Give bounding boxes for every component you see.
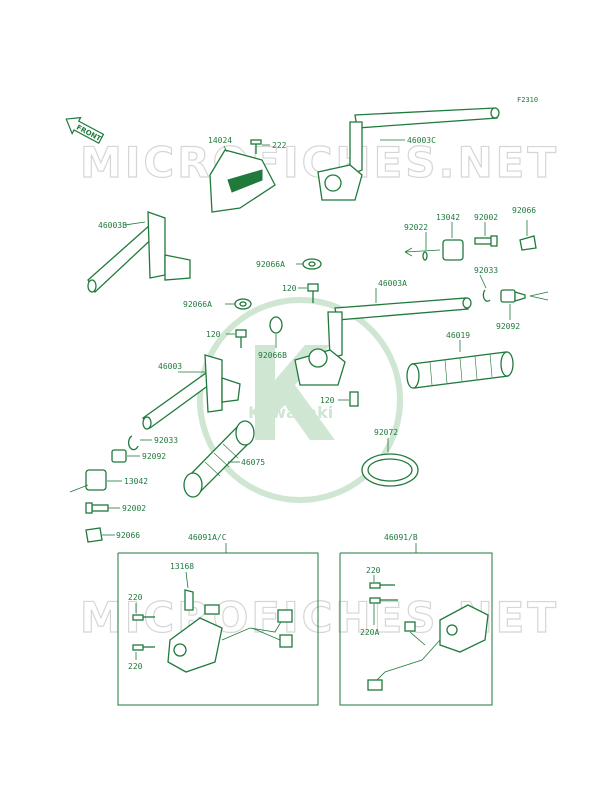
part-46003C-handlebar-right: [317, 107, 500, 201]
label-92066A-1: 92066A: [256, 260, 285, 269]
part-120-bolt-3: [338, 391, 359, 407]
label-120-3: 120: [320, 396, 335, 405]
part-14024-cover: [209, 145, 276, 213]
part-labels: 14024 222 46003C 46003B 92022 13042 9200…: [98, 136, 536, 671]
part-92022-pin: [422, 232, 428, 261]
part-92066-cap-bottom: [85, 527, 115, 543]
label-13042-bottom: 13042: [124, 477, 148, 486]
part-46003A-handlebar: [294, 288, 472, 386]
part-92066A-washer-1: [296, 258, 322, 270]
part-92033-snap-ring-bottom: [127, 435, 152, 451]
label-13168: 13168: [170, 562, 194, 571]
kawasaki-logo-watermark: Kawasaki: [197, 297, 403, 503]
label-92002-bottom: 92002: [122, 504, 146, 513]
part-120-bolt-1: [298, 283, 319, 303]
label-92092-top: 92092: [496, 322, 520, 331]
part-92066A-washer-2: [225, 298, 252, 310]
label-222: 222: [272, 141, 287, 150]
figure-ref-code: F2310: [517, 96, 538, 104]
part-220-screw-2: [132, 644, 155, 660]
label-220-3: 220: [366, 566, 381, 575]
part-46019-grip: [406, 340, 514, 389]
part-46075-throttle-grip: [183, 420, 255, 498]
label-120-1: 120: [282, 284, 297, 293]
part-92066-cap-top: [519, 220, 537, 251]
label-92092-bottom: 92092: [142, 452, 166, 461]
part-46091AC-switch-housing: [167, 571, 293, 673]
label-92033-bottom: 92033: [154, 436, 178, 445]
part-220A-screw: [369, 597, 398, 625]
label-46075: 46075: [241, 458, 265, 467]
part-92033-snap-ring-top: [479, 274, 491, 302]
label-14024: 14024: [208, 136, 232, 145]
part-46003B-handlebar-left: [87, 211, 191, 294]
part-13042-weight-bottom: [69, 469, 122, 493]
part-92092-bushing-bottom: [111, 449, 140, 463]
label-220-1: 220: [128, 593, 143, 602]
label-92066A-2: 92066A: [183, 300, 212, 309]
label-46003B: 46003B: [98, 221, 127, 230]
label-92022: 92022: [404, 223, 428, 232]
label-92033-top: 92033: [474, 266, 498, 275]
part-222-screw: [250, 139, 270, 154]
part-92002-bolt-top: [474, 222, 498, 247]
switch-assembly-right-frame: [339, 543, 493, 706]
part-46003-handlebar: [142, 354, 241, 430]
label-46091AC: 46091A/C: [188, 533, 227, 542]
part-120-bolt-2: [226, 329, 247, 348]
label-92066B: 92066B: [258, 351, 287, 360]
switch-assembly-left-frame: [117, 543, 319, 706]
part-13042-weight-top: [442, 222, 464, 261]
part-46091B-switch-housing: [367, 604, 489, 691]
label-46091B: 46091/B: [384, 533, 418, 542]
label-220-2: 220: [128, 662, 143, 671]
part-92002-bolt-bottom: [85, 502, 120, 514]
label-120-2: 120: [206, 330, 221, 339]
part-220-screw-1: [132, 603, 155, 621]
label-92002-top: 92002: [474, 213, 498, 222]
part-92092-bushing-top: [500, 289, 549, 320]
part-92072-band: [361, 438, 419, 487]
watermark-top: MICROFICHES.NET: [80, 138, 559, 187]
part-220-screw-3: [369, 575, 395, 589]
label-220A: 220A: [360, 628, 379, 637]
label-46019: 46019: [446, 331, 470, 340]
kawasaki-logo-text: Kawasaki: [248, 403, 333, 422]
label-13042-top: 13042: [436, 213, 460, 222]
label-92066-bottom: 92066: [116, 531, 140, 540]
label-92072: 92072: [374, 428, 398, 437]
label-46003A: 46003A: [378, 279, 407, 288]
label-92066-top: 92066: [512, 206, 536, 215]
label-46003C: 46003C: [407, 136, 436, 145]
label-46003: 46003: [158, 362, 182, 371]
part-92066B-cap: [269, 316, 283, 348]
